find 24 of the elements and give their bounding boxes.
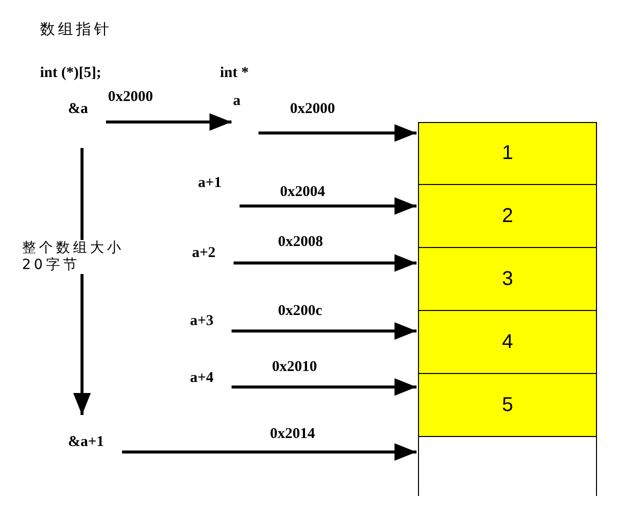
memory-cell: 3: [418, 247, 597, 311]
pointer-label: a+3: [190, 312, 214, 330]
memory-cell: 5: [418, 373, 597, 437]
memory-cell: 2: [418, 184, 597, 248]
arrow: [232, 322, 416, 340]
arrow: [258, 124, 416, 142]
type-label: int (*)[5];: [40, 64, 102, 82]
pointer-label: &a+1: [68, 433, 104, 451]
memory-cell: 1: [418, 122, 597, 185]
arrow: [234, 254, 416, 272]
arrow: [232, 378, 416, 396]
pointer-label: a: [233, 92, 240, 110]
arrow: [240, 197, 416, 215]
memory-cell: 4: [418, 310, 597, 374]
pointer-label: a+4: [190, 369, 214, 387]
empty-memory-cell: [418, 436, 597, 496]
pointer-label: a+1: [198, 174, 222, 192]
arrow: [73, 148, 91, 415]
type-label: int *: [220, 64, 249, 82]
arrow: [106, 113, 232, 131]
pointer-label: &a: [68, 100, 88, 118]
title: 数组指针: [40, 20, 112, 38]
arrow: [122, 443, 416, 461]
pointer-label: a+2: [192, 244, 216, 262]
